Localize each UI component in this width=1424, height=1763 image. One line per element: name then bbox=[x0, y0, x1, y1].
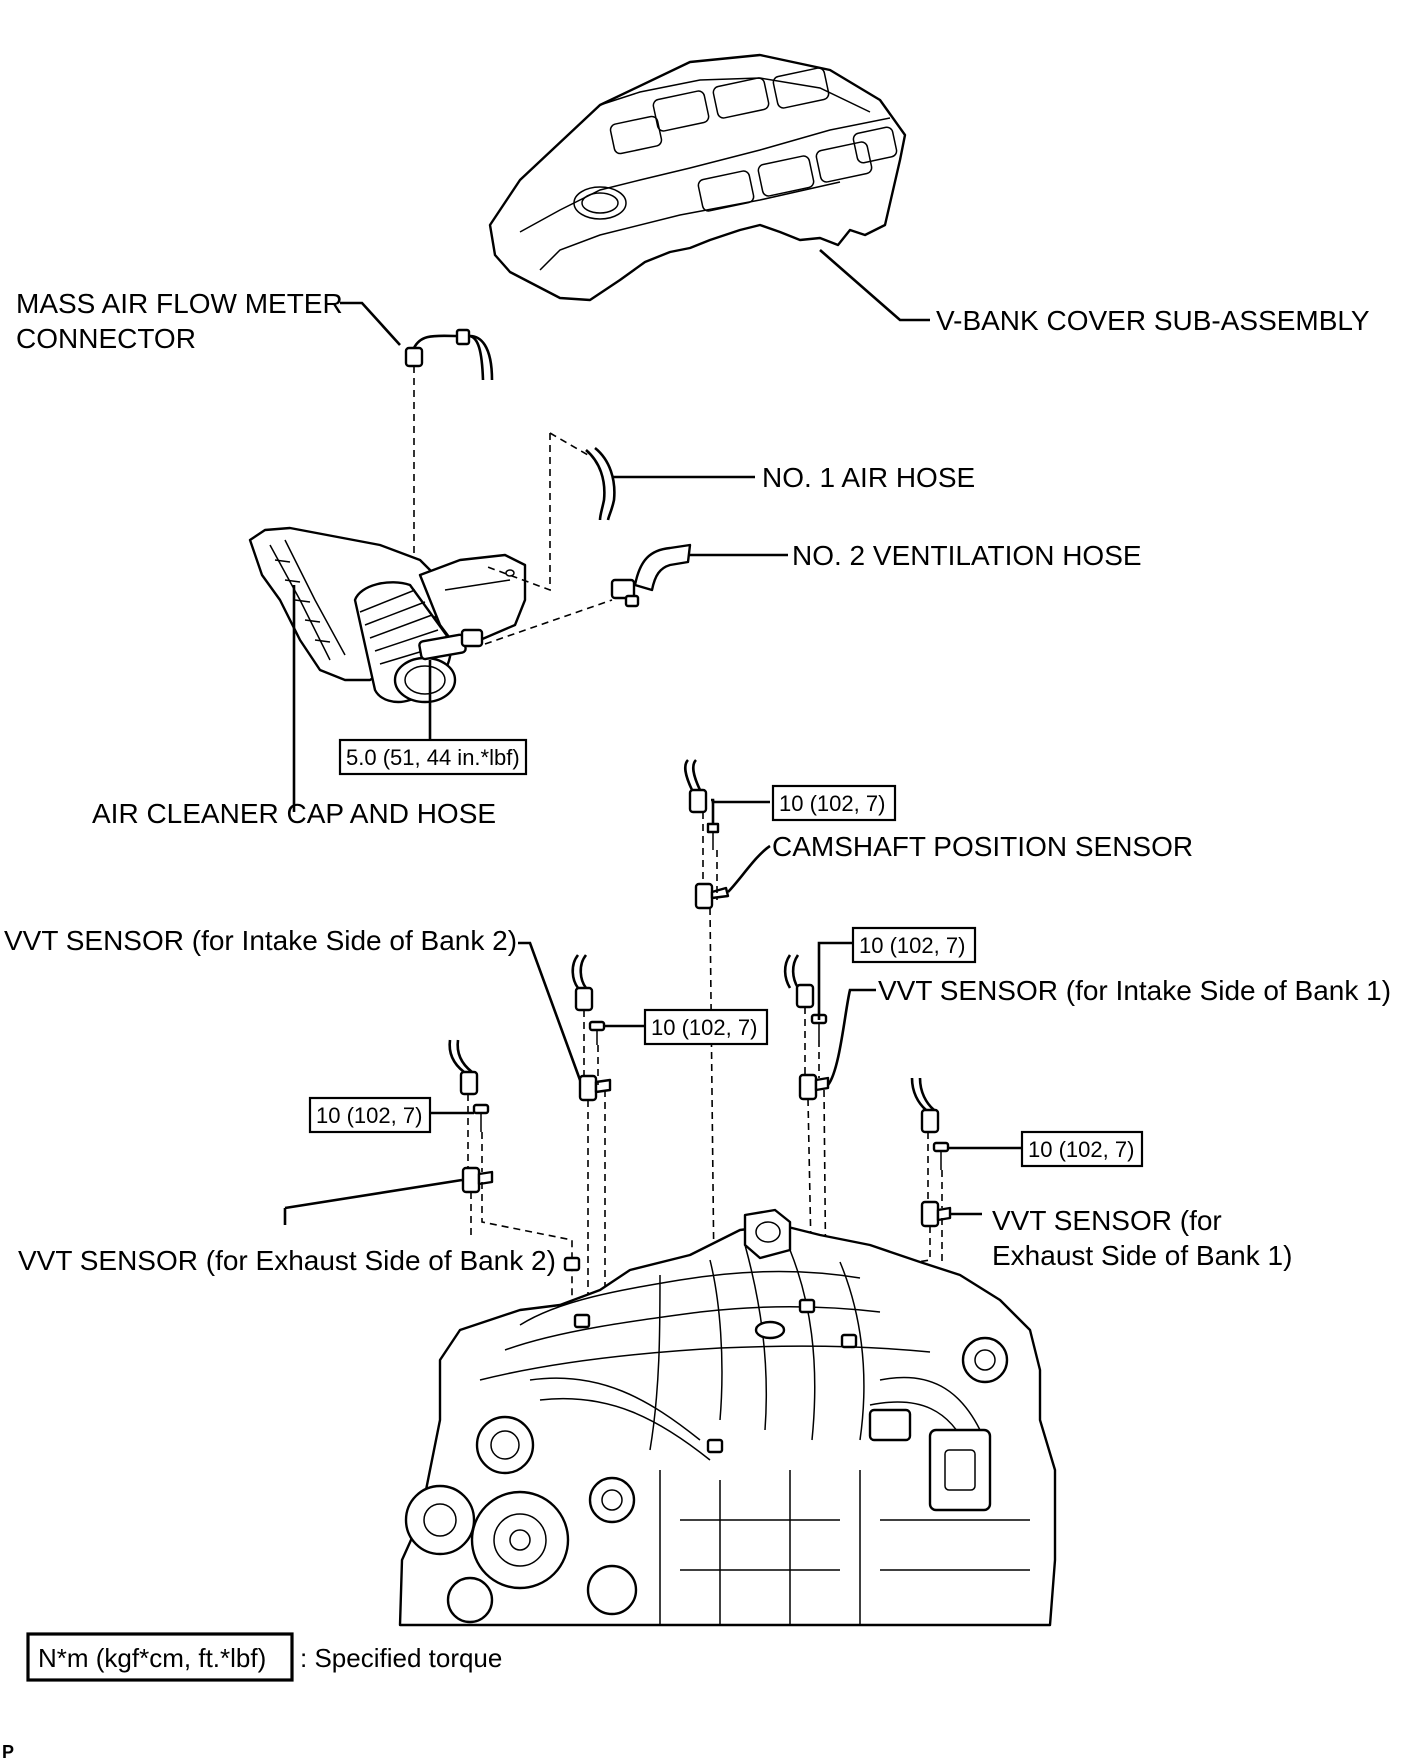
torque-intake-bank1: 10 (102, 7) bbox=[859, 933, 965, 958]
no2-ventilation-hose-illustration bbox=[610, 543, 692, 608]
torque-box-camshaft bbox=[771, 784, 897, 822]
air-cleaner-cap-illustration bbox=[248, 526, 527, 704]
legend-description: : Specified torque bbox=[300, 1643, 502, 1673]
corner-mark: P bbox=[2, 1742, 14, 1762]
camshaft-sensor-label: CAMSHAFT POSITION SENSOR bbox=[772, 831, 1193, 862]
torque-intake-bank2: 10 (102, 7) bbox=[651, 1015, 757, 1040]
vvt-exhaust-bank1-illustration bbox=[910, 1077, 952, 1228]
torque-box-exhaust-bank2 bbox=[308, 1096, 432, 1134]
torque-box-exhaust-bank1 bbox=[1020, 1130, 1144, 1168]
vbank-cover-illustration bbox=[488, 53, 907, 302]
torque-exhaust-bank1: 10 (102, 7) bbox=[1028, 1137, 1134, 1162]
torque-air-cleaner: 5.0 (51, 44 in.*lbf) bbox=[346, 745, 520, 770]
camshaft-sensor-illustration bbox=[683, 759, 730, 910]
vvt-intake-bank1-label: VVT SENSOR (for Intake Side of Bank 1) bbox=[878, 975, 1391, 1006]
vvt-exhaust-bank2-illustration bbox=[448, 1039, 494, 1194]
torque-exhaust-bank2: 10 (102, 7) bbox=[316, 1103, 422, 1128]
legend-unit-text: N*m (kgf*cm, ft.*lbf) bbox=[38, 1643, 266, 1673]
legend-unit-box bbox=[26, 1632, 294, 1682]
maf-connector-label-line2: CONNECTOR bbox=[16, 323, 196, 354]
torque-box-air-cleaner bbox=[338, 738, 528, 776]
vvt-intake-bank1-illustration bbox=[783, 954, 830, 1101]
no1-air-hose-label: NO. 1 AIR HOSE bbox=[762, 462, 975, 493]
no1-air-hose-illustration bbox=[585, 446, 616, 521]
vvt-exhaust-bank1-label-line2: Exhaust Side of Bank 1) bbox=[992, 1240, 1292, 1271]
engine-assembly-illustration bbox=[398, 1208, 1057, 1627]
torque-camshaft: 10 (102, 7) bbox=[779, 791, 885, 816]
maf-connector-illustration bbox=[404, 328, 494, 381]
torque-box-intake-bank2 bbox=[643, 1008, 769, 1046]
torque-box-intake-bank1 bbox=[851, 926, 977, 964]
vvt-intake-bank2-label: VVT SENSOR (for Intake Side of Bank 2) bbox=[4, 925, 517, 956]
vbank-cover-label: V-BANK COVER SUB-ASSEMBLY bbox=[936, 305, 1370, 336]
vvt-exhaust-bank1-label-line1: VVT SENSOR (for bbox=[992, 1205, 1222, 1236]
air-cleaner-cap-label: AIR CLEANER CAP AND HOSE bbox=[92, 798, 496, 829]
no2-ventilation-hose-label: NO. 2 VENTILATION HOSE bbox=[792, 540, 1142, 571]
vvt-exhaust-bank2-label: VVT SENSOR (for Exhaust Side of Bank 2) bbox=[18, 1245, 556, 1276]
maf-connector-label-line1: MASS AIR FLOW METER bbox=[16, 288, 343, 319]
